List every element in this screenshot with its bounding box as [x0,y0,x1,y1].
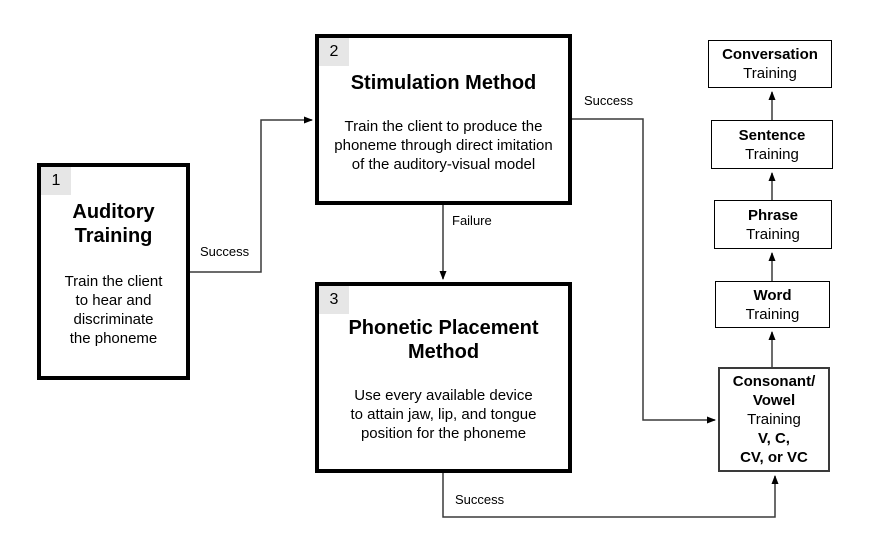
node-body: Use every available device to attain jaw… [350,387,537,442]
node-phonetic-placement-method: 3 Phonetic Placement Method Use every av… [315,282,572,473]
node-phrase-training: Phrase Training [714,200,832,249]
node-body: Train the client to produce the phoneme … [334,118,553,173]
step-number-badge: 3 [319,286,349,314]
stage-sub: Training [746,225,800,243]
stage-sub: Training [745,305,800,323]
connector-stimulation-to-cv [572,118,716,424]
step-number-badge: 1 [41,167,71,195]
stage-units: V, C, CV, or VC [740,430,808,466]
step-number-badge: 2 [319,38,349,66]
node-body: Train the client to hear and discriminat… [64,273,163,347]
node-title: Auditory Training [72,201,155,247]
edge-label-success-phonetic: Success [455,492,505,507]
stage-name: Consonant/ Vowel [732,373,816,409]
stage-sub: Training [745,145,799,163]
stage-sub: Training [747,411,801,428]
edge-label-failure-stimulation: Failure [452,213,492,228]
node-consonant-vowel-training: Consonant/ Vowel Training V, C, CV, or V… [718,367,830,472]
node-title: Stimulation Method [350,72,537,94]
edge-label-success-auditory: Success [200,244,250,259]
stage-name: Word [753,286,792,304]
stage-sub: Training [743,65,797,82]
node-auditory-training: 1 Auditory Training Train the client to … [37,163,190,380]
node-stimulation-method: 2 Stimulation Method Train the client to… [315,34,572,205]
stage-name: Conversation [722,46,818,63]
stage-name: Sentence [738,126,806,144]
node-word-training: Word Training [715,281,830,328]
node-title: Phonetic Placement Method [348,317,539,363]
node-conversation-training: Conversation Training [708,40,832,88]
edge-label-success-stimulation: Success [584,93,634,108]
stage-name: Phrase [747,206,799,224]
node-sentence-training: Sentence Training [711,120,833,169]
